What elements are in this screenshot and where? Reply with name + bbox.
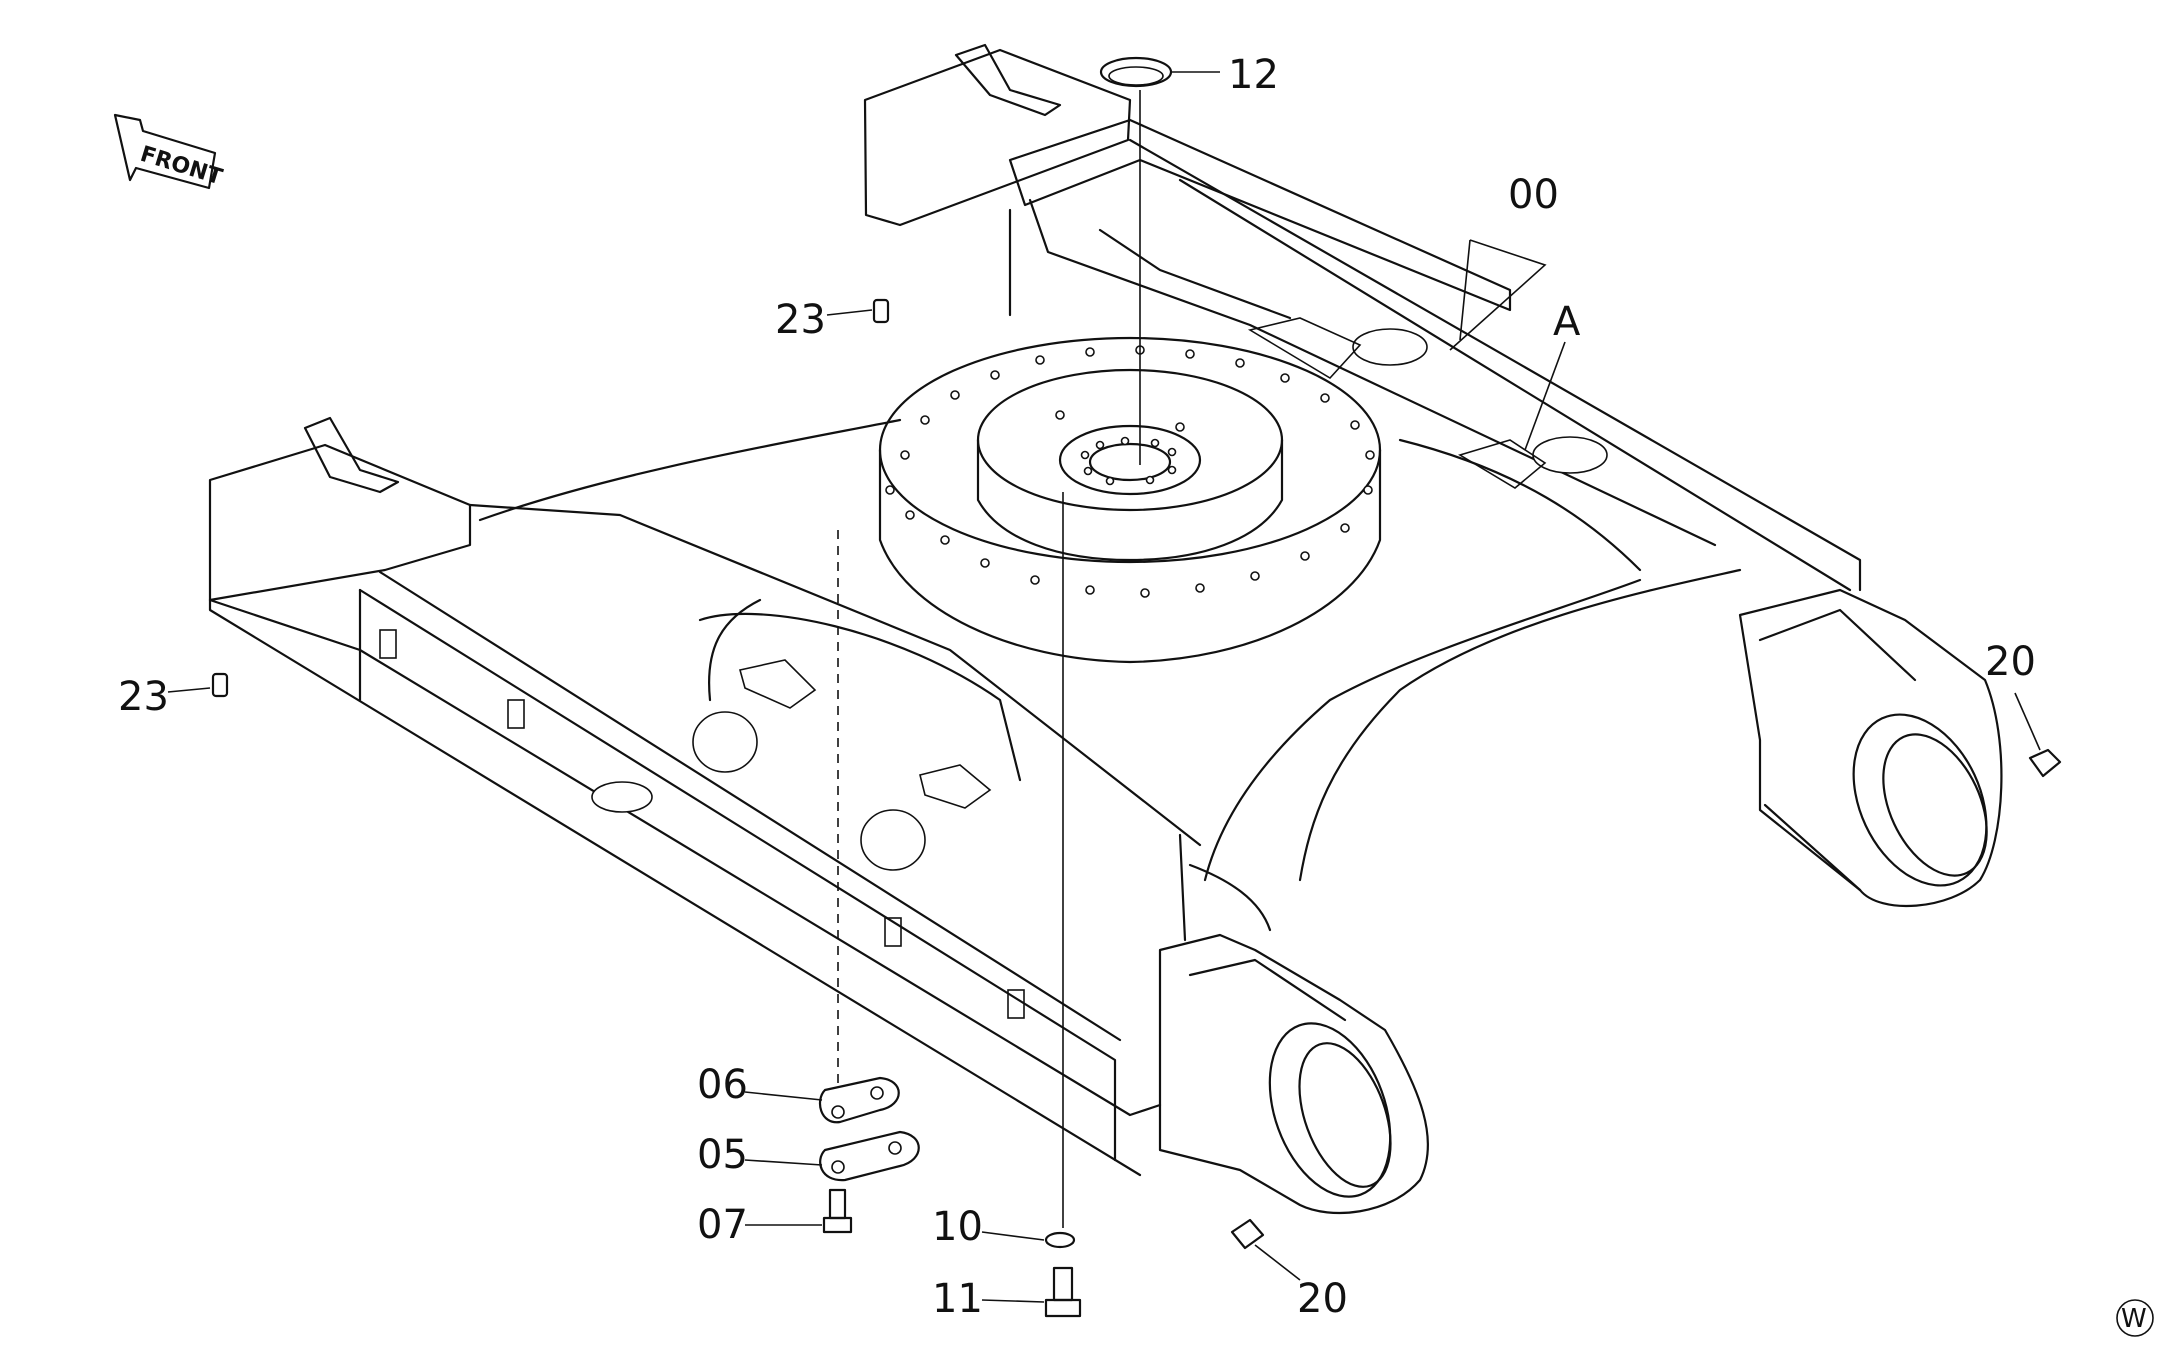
part-06-plate — [818, 1076, 900, 1124]
part-07-bolt — [822, 1188, 853, 1234]
callout-20-rear: 20 — [1985, 639, 2036, 685]
part-20-cap-front — [1230, 1218, 1265, 1250]
callout-05: 05 — [697, 1132, 748, 1178]
leader-11 — [981, 1299, 1045, 1303]
swing-bearing-mount — [878, 336, 1382, 664]
center-crossmember — [478, 418, 1742, 942]
leader-A — [1524, 341, 1566, 451]
callout-A: A — [1553, 299, 1581, 345]
callout-23-front: 23 — [118, 674, 169, 720]
corner-w-mark-icon: W — [2116, 1299, 2154, 1337]
part-05-plate — [819, 1130, 920, 1182]
part-12-cap — [1099, 56, 1173, 88]
callout-06: 06 — [697, 1062, 748, 1108]
leader-20-front — [1254, 1244, 1301, 1281]
callout-20-front: 20 — [1297, 1276, 1348, 1322]
part-23-plug-rear — [872, 298, 890, 324]
leader-05 — [744, 1159, 823, 1166]
corner-mark-label: W — [2121, 1304, 2147, 1334]
callout-12: 12 — [1228, 52, 1279, 98]
callout-10: 10 — [932, 1204, 983, 1250]
front-arrow-icon: FRONT — [113, 113, 225, 190]
front-track-end — [1158, 933, 1429, 1215]
callout-11: 11 — [932, 1276, 983, 1322]
bearing-bolt-holes — [885, 345, 1375, 598]
part-23-plug-front — [211, 672, 229, 698]
callout-00: 00 — [1508, 172, 1559, 218]
leader-06 — [744, 1091, 823, 1101]
leader-23-rear — [826, 309, 873, 316]
callout-07: 07 — [697, 1202, 748, 1248]
part-20-cap-rear — [2028, 748, 2062, 778]
front-label: FRONT — [137, 142, 225, 190]
rear-track-end — [1738, 588, 2003, 908]
part-11-bolt — [1044, 1266, 1082, 1318]
callout-23-rear: 23 — [775, 297, 826, 343]
rear-side-frame — [863, 43, 1862, 592]
leader-10 — [981, 1231, 1045, 1241]
leader-23-front — [167, 687, 211, 693]
leader-00 — [1449, 239, 1547, 351]
leader-20-rear — [2014, 692, 2041, 751]
part-10-washer — [1044, 1231, 1076, 1249]
front-side-frame — [208, 416, 1202, 1177]
